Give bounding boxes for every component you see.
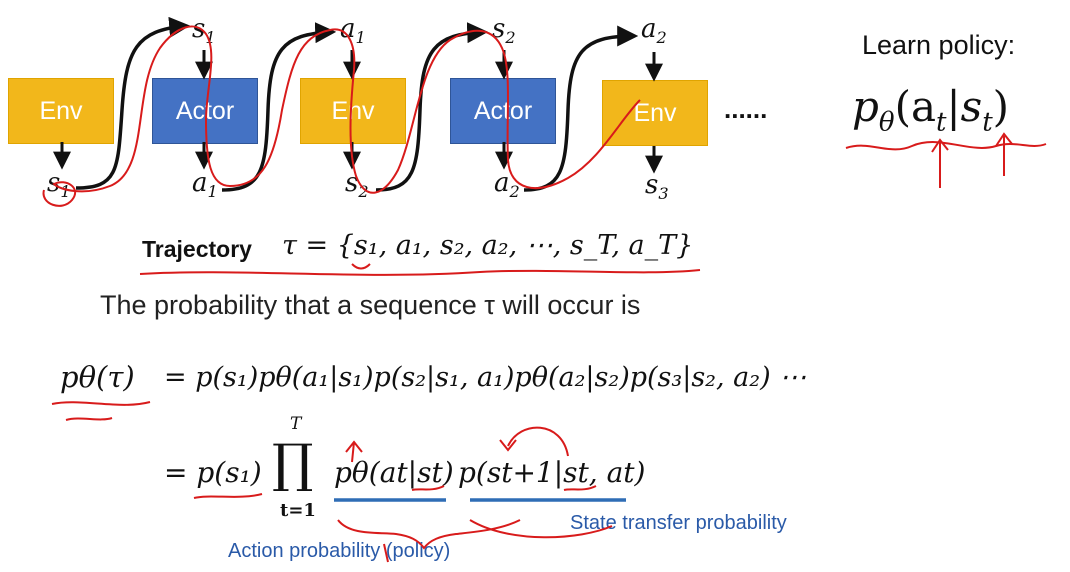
bottom-label-a1: a1	[192, 168, 218, 202]
top-label-a1: a1	[340, 14, 366, 48]
red-brace-transfer	[469, 519, 613, 539]
red-trajectory-underline	[139, 269, 701, 276]
product-bottom: t=1	[280, 500, 316, 521]
policy-formula: pθ(at|st)	[852, 82, 1010, 138]
red-st2-underline	[563, 485, 597, 491]
curve-a2-to-top	[523, 25, 639, 192]
red-brace-policy	[337, 519, 521, 550]
red-arrow-st	[995, 132, 1013, 176]
env-box-3: Env	[602, 80, 708, 146]
red-theta-arrow	[345, 440, 363, 463]
product-top: T	[290, 414, 302, 434]
red-trajectory-mark	[351, 263, 371, 270]
env-box-1: Env	[8, 78, 114, 144]
red-ps1-underline	[193, 493, 263, 499]
top-label-a2: a2	[641, 14, 667, 48]
equation-line2-prefix: = p(s₁)	[164, 456, 262, 489]
actor-box-2: Actor	[450, 78, 556, 144]
red-handwriting-trace	[42, 25, 641, 207]
equation-line1: = p(s₁)pθ(a₁|s₁)p(s₂|s₁, a₁)pθ(a₂|s₂)p(s…	[164, 362, 807, 393]
learn-policy-title: Learn policy:	[862, 30, 1016, 60]
env-box-3-label: Env	[633, 98, 677, 127]
red-lhs-underline-2	[65, 417, 113, 421]
red-policy-underline	[845, 141, 1047, 151]
state-transfer-label: State transfer probability	[570, 512, 787, 534]
bottom-label-a2: a2	[494, 168, 520, 202]
env-box-1-label: Env	[39, 96, 83, 125]
bottom-label-s3: s3	[645, 170, 669, 204]
env-box-2: Env	[300, 78, 406, 144]
probability-text: The probability that a sequence τ will o…	[100, 290, 641, 320]
bottom-label-s1: s1	[47, 168, 71, 202]
equation-transfer-term: p(st+1|st, at)	[458, 456, 646, 489]
trajectory-label: Trajectory	[142, 236, 252, 262]
actor-box-2-label: Actor	[473, 96, 533, 125]
top-label-s1: s1	[192, 14, 216, 48]
red-arrow-at	[931, 138, 949, 188]
curve-a1-to-top	[221, 22, 337, 192]
actor-box-1-label: Actor	[175, 96, 235, 125]
red-curved-arrow	[499, 426, 569, 457]
curve-s2-to-top	[375, 22, 489, 192]
curve-s1-to-top	[75, 16, 191, 190]
action-probability-label: Action probability (policy)	[228, 540, 451, 562]
product-symbol: ∏	[272, 434, 314, 494]
ellipsis: ......	[724, 94, 768, 124]
trajectory-formula: τ = {s₁, a₁, s₂, a₂, ⋯, s_T, a_T}	[282, 230, 694, 261]
top-label-s2: s2	[492, 14, 516, 48]
equation-policy-term: pθ(at|st)	[334, 456, 454, 489]
red-tick-policy	[383, 543, 389, 563]
red-lhs-underline	[51, 401, 151, 406]
equation-lhs: pθ(τ)	[60, 360, 135, 394]
env-box-2-label: Env	[331, 96, 375, 125]
red-st-underline	[411, 485, 445, 491]
